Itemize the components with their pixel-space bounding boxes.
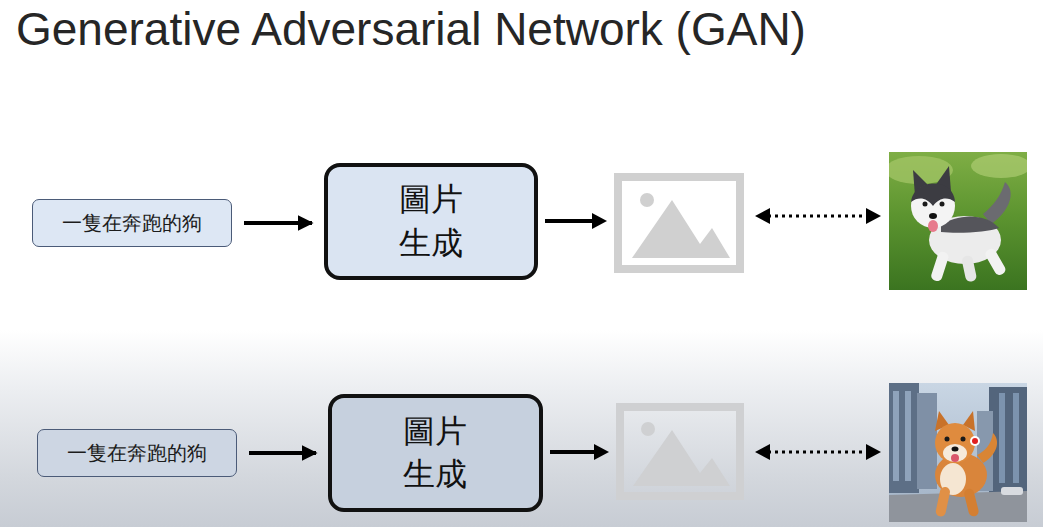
window-strip <box>1013 393 1019 483</box>
node-label: 圖片 生成 <box>393 178 470 264</box>
dog-leg <box>963 488 979 518</box>
dog-tail <box>983 182 1011 224</box>
dotted-line <box>768 215 868 218</box>
window-strip <box>999 393 1005 483</box>
shiba-photo <box>889 383 1027 522</box>
dog-leg <box>935 486 951 517</box>
arrow-shaft <box>550 450 596 454</box>
window-strip <box>905 391 911 481</box>
dog-leg <box>930 250 950 282</box>
dog-nose <box>929 213 937 219</box>
arrow-shaft <box>545 219 594 223</box>
arrow-head <box>755 444 770 460</box>
dog-mask <box>911 184 955 206</box>
icon-mountain <box>633 430 730 486</box>
arrow-head <box>592 213 607 229</box>
sky-background <box>889 383 1027 522</box>
flow-arrow <box>244 221 312 225</box>
node-label: 一隻在奔跑的狗 <box>47 209 217 237</box>
dog-tongue <box>951 454 959 462</box>
node-label: 一隻在奔跑的狗 <box>52 439 222 467</box>
building <box>889 383 919 493</box>
prompt-box: 一隻在奔跑的狗 <box>32 199 232 247</box>
dog-tongue <box>928 220 938 232</box>
icon-frame <box>618 177 740 269</box>
generator-box: 圖片 生成 <box>324 163 538 280</box>
icon-sun <box>641 422 655 436</box>
husky-photo <box>889 152 1027 290</box>
generator-box: 圖片 生成 <box>328 394 543 512</box>
image-placeholder-icon <box>620 407 740 496</box>
output-arrow <box>550 444 609 460</box>
arrow-head <box>594 444 609 460</box>
compare-arrow <box>755 444 881 460</box>
marker-ring <box>970 436 980 446</box>
output-arrow <box>545 213 607 229</box>
compare-arrow <box>755 208 881 224</box>
icon-frame <box>620 407 740 496</box>
dog-eye <box>945 437 950 442</box>
arrow-head <box>866 444 881 460</box>
dog-muzzle <box>943 444 967 462</box>
window-strip <box>893 391 899 481</box>
image-placeholder-icon <box>618 177 740 269</box>
slide-title: Generative Adversarial Network (GAN) <box>16 0 806 58</box>
node-label: 圖片 生成 <box>397 410 474 496</box>
bokeh <box>971 154 1027 178</box>
car <box>1001 487 1023 495</box>
dog-eye <box>940 202 945 207</box>
building <box>917 393 937 489</box>
arrow-head <box>866 208 881 224</box>
icon-sun <box>640 193 654 207</box>
arrow-head <box>755 208 770 224</box>
flow-arrow <box>249 451 316 455</box>
icon-mountain <box>632 200 730 258</box>
dog-leg <box>961 255 977 283</box>
prompt-box: 一隻在奔跑的狗 <box>37 429 237 477</box>
dog-eye <box>923 202 928 207</box>
dog-eye <box>961 437 966 442</box>
dog-nose <box>952 447 959 452</box>
dotted-line <box>768 451 868 454</box>
dog-leg <box>984 247 1008 277</box>
marker-dot <box>972 438 978 444</box>
dog-head <box>935 423 975 463</box>
dog-tail <box>977 433 997 463</box>
